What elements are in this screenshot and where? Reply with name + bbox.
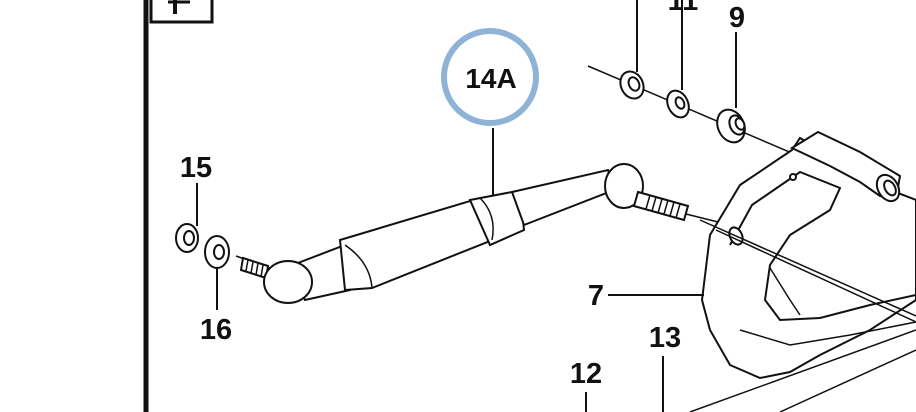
callout-9: 9 (729, 2, 745, 34)
frame-border (143, 0, 214, 412)
callout-14a: 14A (465, 63, 516, 94)
gas-strut-14a (235, 163, 719, 304)
callout-11: 11 (668, 0, 699, 17)
washer-15 (175, 223, 199, 253)
upper-washer-9 (716, 108, 746, 144)
washer-16 (204, 235, 230, 269)
bracket-7 (699, 130, 916, 380)
strut-threaded-stud-left (239, 256, 270, 280)
callout-16: 16 (200, 314, 232, 346)
callout-15: 15 (180, 152, 212, 184)
upper-washer-small (619, 70, 645, 100)
lower-diagonal-b (779, 349, 916, 412)
highlight-circle (441, 28, 539, 126)
upper-washer-11 (666, 89, 690, 119)
callout-12: 12 (570, 358, 602, 390)
callout-7: 7 (588, 280, 604, 312)
callout-13: 13 (649, 322, 681, 354)
lower-diagonal-a (689, 329, 916, 412)
